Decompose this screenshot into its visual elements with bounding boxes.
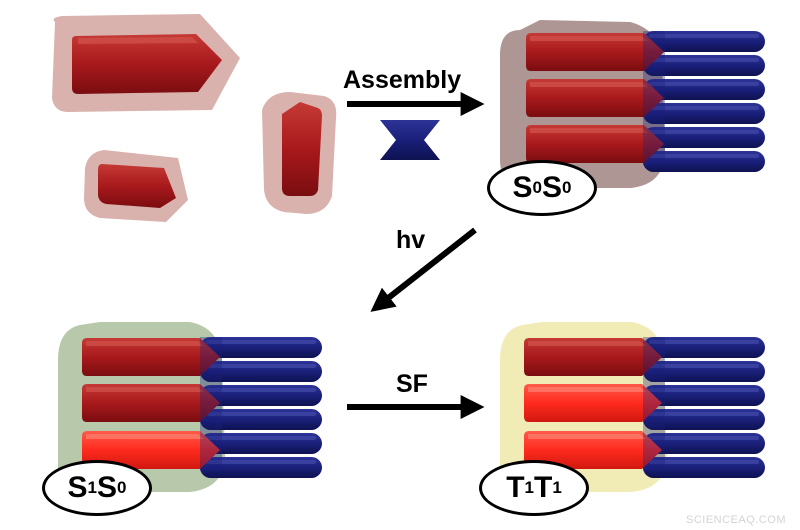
triplet-state-aggregate xyxy=(500,322,765,492)
monomer-large xyxy=(52,14,240,112)
monomer-tilted xyxy=(262,92,337,214)
watermark: SCIENCEAQ.COM xyxy=(685,514,786,526)
hv-label: hv xyxy=(396,226,426,254)
singlet-state-aggregate xyxy=(58,322,322,492)
sf-label: SF xyxy=(396,370,428,398)
assembly-label: Assembly xyxy=(343,66,462,94)
template-bowtie xyxy=(380,120,440,160)
ground-state-aggregate xyxy=(500,20,765,188)
monomer-small xyxy=(84,150,188,222)
excitation-arrow xyxy=(370,227,477,312)
